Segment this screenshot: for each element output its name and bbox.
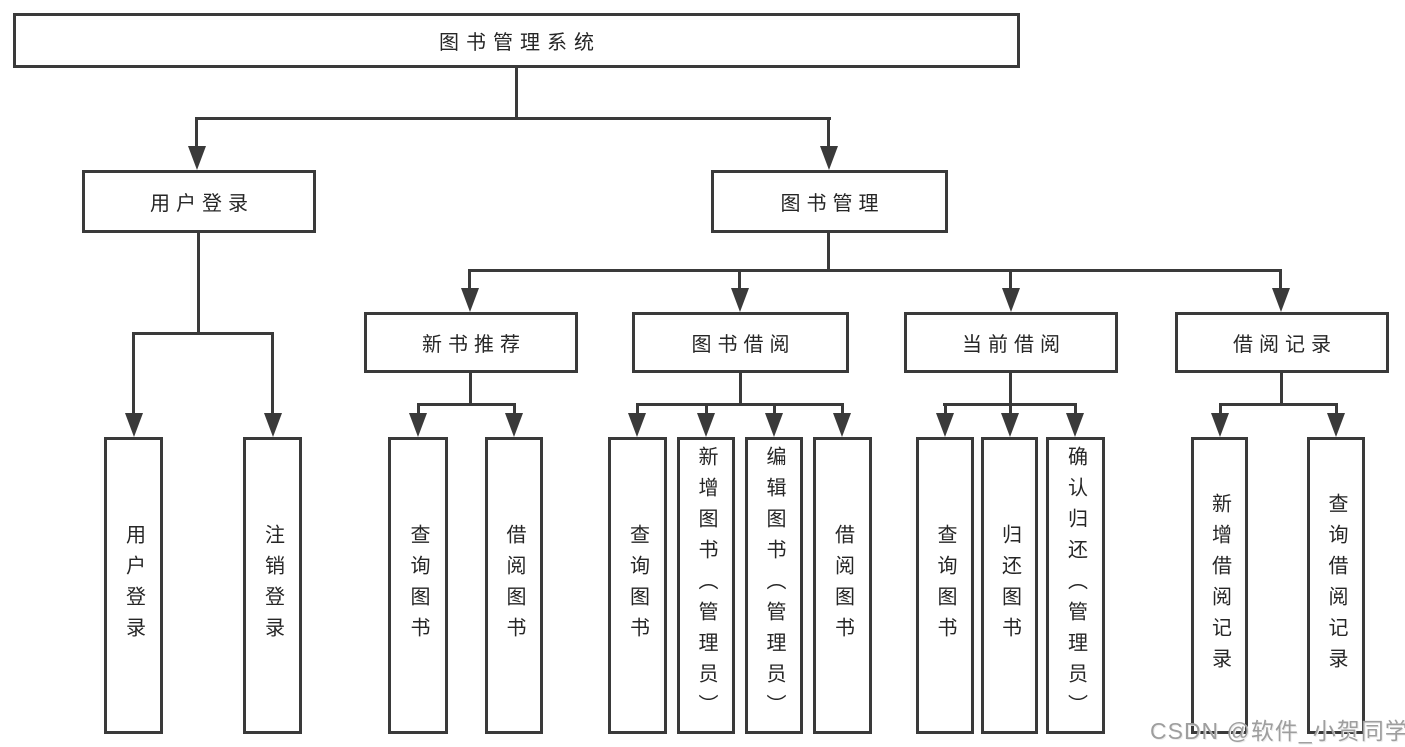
connector-line xyxy=(636,403,843,406)
leaf-borrow-books-recommend: 借阅图书 xyxy=(485,437,543,734)
connector-line xyxy=(827,117,830,149)
connector-line xyxy=(197,233,200,334)
arrow-down-icon xyxy=(409,413,427,437)
node-current-borrow-label: 当前借阅 xyxy=(962,334,1066,356)
connector-line xyxy=(1280,373,1283,405)
node-borrow-records-label: 借阅记录 xyxy=(1233,334,1337,356)
node-user-login: 用户登录 xyxy=(82,170,316,233)
connector-line xyxy=(1335,403,1338,415)
arrow-down-icon xyxy=(1272,288,1290,312)
arrow-down-icon xyxy=(697,413,715,437)
leaf-add-borrow-record-label: 新增借阅记录 xyxy=(1208,492,1231,679)
node-new-book-recommend-label: 新书推荐 xyxy=(422,334,526,356)
arrow-down-icon xyxy=(1002,288,1020,312)
leaf-edit-book-admin-label: 编辑图书（管理员） xyxy=(763,446,785,725)
node-root-label: 图书管理系统 xyxy=(439,32,601,54)
connector-line xyxy=(469,373,472,405)
node-user-login-label: 用户登录 xyxy=(150,193,254,215)
connector-line xyxy=(132,332,135,416)
connector-line xyxy=(827,233,830,272)
arrow-down-icon xyxy=(1066,413,1084,437)
csdn-watermark: CSDN @软件_小贺同学 xyxy=(1150,718,1405,744)
node-book-management-label: 图书管理 xyxy=(780,193,885,215)
connector-line xyxy=(417,403,420,415)
connector-line xyxy=(1074,403,1077,415)
leaf-borrow-books-2: 借阅图书 xyxy=(813,437,872,734)
connector-line xyxy=(841,403,844,415)
arrow-down-icon xyxy=(125,413,143,437)
connector-line xyxy=(1279,269,1282,291)
leaf-edit-book-admin: 编辑图书（管理员） xyxy=(745,437,803,734)
arrow-down-icon xyxy=(1001,413,1019,437)
connector-line xyxy=(1009,269,1012,291)
connector-line xyxy=(1219,403,1222,415)
arrow-down-icon xyxy=(628,413,646,437)
arrow-down-icon xyxy=(833,413,851,437)
leaf-query-books-recommend: 查询图书 xyxy=(388,437,448,734)
leaf-add-book-admin-label: 新增图书（管理员） xyxy=(695,446,717,725)
leaf-logout-label: 注销登录 xyxy=(261,523,284,648)
arrow-down-icon xyxy=(765,413,783,437)
leaf-query-books-recommend-label: 查询图书 xyxy=(407,523,429,648)
arrow-down-icon xyxy=(820,146,838,170)
node-root: 图书管理系统 xyxy=(13,13,1020,68)
leaf-query-books-current-label: 查询图书 xyxy=(934,523,956,648)
leaf-query-borrow-record: 查询借阅记录 xyxy=(1307,437,1365,734)
arrow-down-icon xyxy=(1211,413,1229,437)
connector-line xyxy=(513,403,516,415)
connector-line xyxy=(468,269,471,291)
leaf-logout: 注销登录 xyxy=(243,437,302,734)
connector-line xyxy=(132,332,274,335)
leaf-confirm-return-admin: 确认归还（管理员） xyxy=(1046,437,1105,734)
connector-line xyxy=(944,403,947,415)
arrow-down-icon xyxy=(1327,413,1345,437)
connector-line xyxy=(738,269,741,291)
leaf-query-books-borrow-label: 查询图书 xyxy=(626,523,649,648)
connector-line xyxy=(739,373,742,405)
leaf-user-login-label: 用户登录 xyxy=(122,523,145,648)
connector-line xyxy=(1009,403,1012,415)
leaf-return-books: 归还图书 xyxy=(981,437,1038,734)
node-book-management: 图书管理 xyxy=(711,170,948,233)
connector-line xyxy=(1219,403,1337,406)
connector-line xyxy=(195,117,198,149)
connector-line xyxy=(515,68,518,119)
connector-line xyxy=(705,403,708,415)
arrow-down-icon xyxy=(461,288,479,312)
leaf-query-books-borrow: 查询图书 xyxy=(608,437,667,734)
connector-line xyxy=(1009,373,1012,405)
leaf-query-books-current: 查询图书 xyxy=(916,437,974,734)
node-book-borrow-label: 图书借阅 xyxy=(691,334,796,356)
node-current-borrow: 当前借阅 xyxy=(904,312,1118,373)
connector-line xyxy=(271,332,274,416)
connector-line xyxy=(417,403,515,406)
connector-line xyxy=(195,117,831,120)
arrow-down-icon xyxy=(936,413,954,437)
node-new-book-recommend: 新书推荐 xyxy=(364,312,578,373)
leaf-confirm-return-admin-label: 确认归还（管理员） xyxy=(1064,446,1087,725)
leaf-user-login: 用户登录 xyxy=(104,437,163,734)
node-borrow-records: 借阅记录 xyxy=(1175,312,1389,373)
connector-line xyxy=(468,269,1282,272)
connector-line xyxy=(773,403,776,415)
node-book-borrow: 图书借阅 xyxy=(632,312,849,373)
leaf-borrow-books-recommend-label: 借阅图书 xyxy=(503,523,525,648)
leaf-add-book-admin: 新增图书（管理员） xyxy=(677,437,735,734)
arrow-down-icon xyxy=(731,288,749,312)
leaf-query-borrow-record-label: 查询借阅记录 xyxy=(1325,492,1347,679)
arrow-down-icon xyxy=(264,413,282,437)
connector-line xyxy=(636,403,639,415)
leaf-borrow-books-2-label: 借阅图书 xyxy=(831,523,854,648)
leaf-add-borrow-record: 新增借阅记录 xyxy=(1191,437,1248,734)
leaf-return-books-label: 归还图书 xyxy=(998,523,1021,648)
arrow-down-icon xyxy=(505,413,523,437)
arrow-down-icon xyxy=(188,146,206,170)
